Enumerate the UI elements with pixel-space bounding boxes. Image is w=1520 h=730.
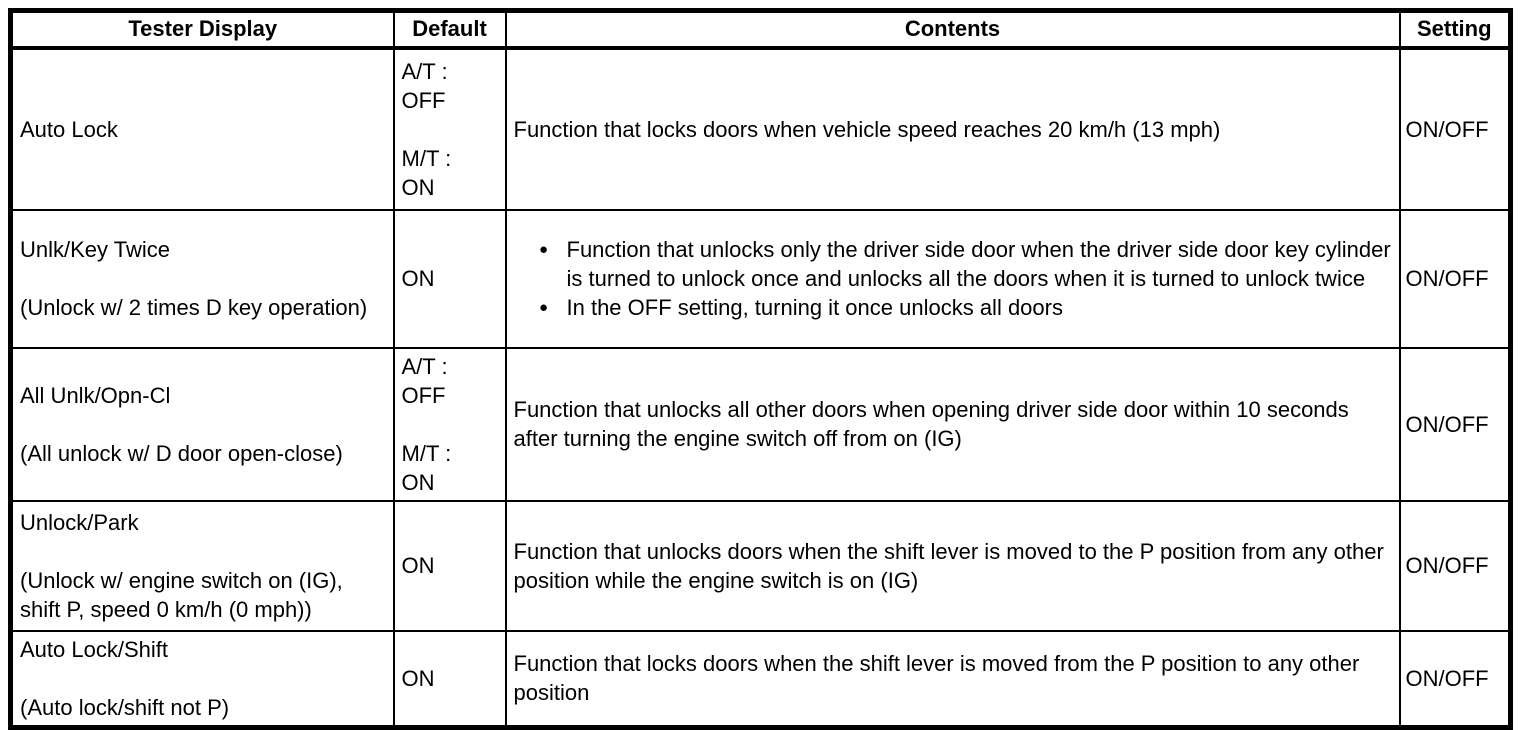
tester-display-note: (Unlock w/ 2 times D key operation) [20, 295, 368, 320]
contents-bullet-item: ● Function that unlocks only the driver s… [514, 235, 1393, 293]
default-line: ON [401, 665, 435, 691]
tester-display-spacer [20, 410, 387, 439]
table-row: All Unlk/Opn-Cl (All unlock w/ D door op… [9, 346, 1512, 502]
tester-display-name: All Unlk/Opn-Cl [20, 382, 171, 408]
table-row: Unlock/Park (Unlock w/ engine switch on … [9, 499, 1512, 632]
default-line [402, 115, 499, 144]
setting-value: ON/OFF [1405, 411, 1489, 437]
tester-display-spacer [20, 664, 387, 693]
default-line: ON [401, 553, 435, 578]
table-row: Unlk/Key Twice (Unlock w/ 2 times D key … [9, 208, 1512, 349]
default-line: OFF [401, 382, 446, 408]
contents-cell: Function that unlocks doors when the shi… [504, 499, 1401, 632]
default-cell: ON [392, 629, 507, 728]
contents-cell: Function that locks doors when vehicle s… [504, 46, 1401, 211]
header-row: Tester Display Default Contents Setting [9, 9, 1512, 50]
contents-cell: ● Function that unlocks only the driver s… [504, 208, 1401, 349]
default-line: ON [401, 174, 435, 200]
tester-display-note: (All unlock w/ D door open-close) [20, 440, 343, 466]
default-line: A/T : [401, 353, 448, 379]
tester-display-name: Unlk/Key Twice [20, 237, 170, 262]
tester-display-name: Auto Lock [20, 116, 118, 142]
tester-display-cell: Unlk/Key Twice (Unlock w/ 2 times D key … [9, 208, 395, 349]
default-line: ON [401, 469, 435, 495]
tester-display-cell: Auto Lock/Shift (Auto lock/shift not P) [9, 629, 395, 728]
default-cell: A/T : OFF M/T : ON [392, 346, 507, 502]
setting-cell: ON/OFF [1398, 499, 1512, 632]
tester-display-cell: Auto Lock [9, 46, 395, 211]
contents-text: Function that unlocks all other doors wh… [513, 397, 1349, 451]
default-line: ON [401, 266, 435, 291]
bullet-icon: ● [538, 241, 549, 258]
default-cell: ON [392, 208, 507, 349]
column-header-tester-display: Tester Display [9, 9, 395, 50]
default-line: OFF [401, 87, 446, 113]
default-line: M/T : [401, 145, 452, 171]
column-header-contents: Contents [504, 9, 1401, 50]
table-row: Auto Lock A/T : OFF M/T : ON Function that… [9, 46, 1512, 211]
tester-display-name: Unlock/Park [20, 509, 139, 535]
tester-display-cell: All Unlk/Opn-Cl (All unlock w/ D door op… [9, 346, 395, 502]
table-body: Auto Lock A/T : OFF M/T : ON Function that… [9, 46, 1512, 728]
bullet-icon: ● [538, 299, 549, 316]
contents-bullet-item: ● In the OFF setting, turning it once unl… [514, 293, 1393, 322]
customization-table-container: Tester Display Default Contents Setting … [8, 8, 1513, 730]
contents-text: Function that locks doors when the shift… [513, 651, 1360, 705]
default-line: M/T : [401, 440, 452, 466]
default-cell: ON [392, 499, 507, 632]
contents-bullet-text: Function that unlocks only the driver si… [566, 237, 1391, 291]
setting-value: ON/OFF [1405, 266, 1489, 291]
tester-display-spacer [20, 264, 387, 293]
default-line [402, 410, 499, 439]
setting-cell: ON/OFF [1398, 46, 1512, 211]
contents-cell: Function that unlocks all other doors wh… [504, 346, 1401, 502]
tester-display-spacer [20, 537, 387, 566]
setting-value: ON/OFF [1405, 116, 1489, 142]
setting-cell: ON/OFF [1398, 346, 1512, 502]
contents-cell: Function that locks doors when the shift… [504, 629, 1401, 728]
column-header-setting: Setting [1398, 9, 1512, 50]
column-header-default: Default [392, 9, 507, 50]
table-row: Auto Lock/Shift (Auto lock/shift not P) … [9, 629, 1512, 728]
tester-display-note: (Unlock w/ engine switch on (IG), shift … [20, 567, 343, 622]
contents-bullet-text: In the OFF setting, turning it once unlo… [566, 295, 1063, 320]
default-cell: A/T : OFF M/T : ON [392, 46, 507, 211]
tester-display-note: (Auto lock/shift not P) [20, 694, 230, 720]
door-lock-customization-table: Tester Display Default Contents Setting … [8, 8, 1513, 730]
default-line: A/T : [401, 58, 448, 84]
setting-value: ON/OFF [1405, 665, 1489, 691]
setting-cell: ON/OFF [1398, 629, 1512, 728]
setting-value: ON/OFF [1405, 553, 1489, 578]
tester-display-cell: Unlock/Park (Unlock w/ engine switch on … [9, 499, 395, 632]
contents-text: Function that unlocks doors when the shi… [513, 538, 1384, 593]
tester-display-name: Auto Lock/Shift [20, 636, 168, 662]
contents-text: Function that locks doors when vehicle s… [513, 116, 1221, 142]
setting-cell: ON/OFF [1398, 208, 1512, 349]
